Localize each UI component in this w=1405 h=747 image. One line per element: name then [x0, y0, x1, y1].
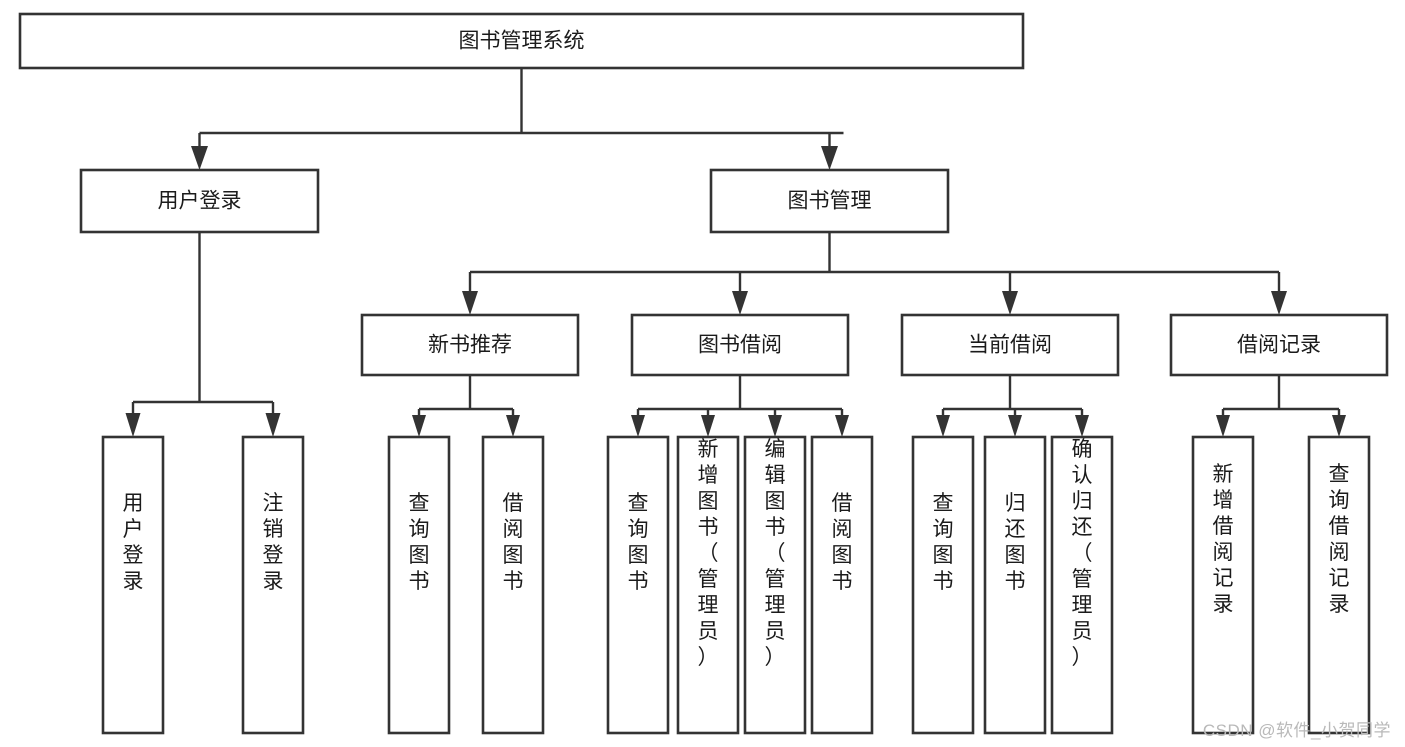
node-leaf-return-book-label: 归还图书 — [1005, 492, 1026, 593]
node-leaf-query-book-borrow[interactable]: 查询图书 — [606, 435, 670, 735]
node-leaf-query-book-rec[interactable]: 查询图书 — [387, 435, 451, 735]
node-leaf-query-book-rec-label: 查询图书 — [409, 492, 430, 593]
arrowhead-leaf-add-record — [1216, 415, 1230, 437]
node-leaf-user-logout-label: 注销登录 — [263, 492, 284, 593]
node-root-box[interactable] — [18, 12, 1025, 70]
node-user-login-label: 用户登录 — [158, 190, 242, 213]
node-leaf-user-login-label: 用户登录 — [123, 492, 144, 593]
node-borrow-record[interactable]: 借阅记录 — [1169, 313, 1389, 377]
arrowhead-leaf-confirm-return — [1075, 415, 1089, 437]
arrowhead-book-manage — [821, 146, 838, 170]
node-leaf-borrow-book-rec-box[interactable] — [481, 435, 545, 735]
arrowhead-leaf-user-logout — [265, 413, 281, 437]
node-leaf-edit-book-label: 编辑图书（管理员） — [765, 438, 786, 669]
node-book-manage[interactable]: 图书管理 — [709, 168, 950, 234]
node-leaf-return-book-box[interactable] — [983, 435, 1047, 735]
node-leaf-query-book-borrow-label: 查询图书 — [628, 492, 649, 593]
node-leaf-borrow-book-rec[interactable]: 借阅图书 — [481, 435, 545, 735]
node-leaf-add-record[interactable]: 新增借阅记录 — [1191, 435, 1255, 735]
node-book-manage-label: 图书管理 — [788, 190, 872, 213]
node-user-login-box[interactable] — [79, 168, 320, 234]
arrowhead-user-login — [191, 146, 208, 170]
node-book-manage-box[interactable] — [709, 168, 950, 234]
node-leaf-borrow-book[interactable]: 借阅图书 — [810, 435, 874, 735]
arrowhead-current-borrow — [1002, 291, 1018, 315]
node-leaf-query-record-box[interactable] — [1307, 435, 1371, 735]
arrowhead-leaf-query-book-borrow — [631, 415, 645, 437]
arrowhead-leaf-user-login — [125, 413, 141, 437]
arrowhead-book-borrow — [732, 291, 748, 315]
node-leaf-add-record-box[interactable] — [1191, 435, 1255, 735]
arrowhead-leaf-return-book — [1008, 415, 1022, 437]
node-leaf-add-record-label: 新增借阅记录 — [1213, 463, 1234, 616]
node-leaf-query-record-label: 查询借阅记录 — [1329, 463, 1350, 616]
node-leaf-query-book-borrow-box[interactable] — [606, 435, 670, 735]
node-user-login[interactable]: 用户登录 — [79, 168, 320, 234]
arrowhead-leaf-query-record — [1332, 415, 1346, 437]
node-leaf-user-logout-box[interactable] — [241, 435, 305, 735]
node-book-borrow-box[interactable] — [630, 313, 850, 377]
node-leaf-confirm-return-label: 确认归还（管理员） — [1072, 438, 1093, 669]
node-leaf-borrow-book-label: 借阅图书 — [832, 492, 853, 593]
node-leaf-return-book[interactable]: 归还图书 — [983, 435, 1047, 735]
node-leaf-query-book-cur-box[interactable] — [911, 435, 975, 735]
node-leaf-query-book-cur-label: 查询图书 — [933, 492, 954, 593]
arrowhead-leaf-borrow-book — [835, 415, 849, 437]
node-leaf-user-login-box[interactable] — [101, 435, 165, 735]
node-leaf-add-book[interactable]: 新增图书（管理员） — [676, 435, 740, 735]
node-leaf-confirm-return-box[interactable] — [1050, 435, 1114, 735]
node-current-borrow-box[interactable] — [900, 313, 1120, 377]
node-new-book-rec-box[interactable] — [360, 313, 580, 377]
node-current-borrow-label: 当前借阅 — [968, 334, 1052, 357]
node-leaf-add-book-label: 新增图书（管理员） — [698, 438, 719, 669]
node-leaf-confirm-return[interactable]: 确认归还（管理员） — [1050, 435, 1114, 735]
node-borrow-record-box[interactable] — [1169, 313, 1389, 377]
node-leaf-edit-book[interactable]: 编辑图书（管理员） — [743, 435, 807, 735]
arrowhead-leaf-edit-book — [768, 415, 782, 437]
node-leaf-user-login[interactable]: 用户登录 — [101, 435, 165, 735]
connectors-group — [125, 68, 1346, 437]
node-leaf-query-record[interactable]: 查询借阅记录 — [1307, 435, 1371, 735]
arrowhead-leaf-query-book-cur — [936, 415, 950, 437]
node-leaf-borrow-book-rec-label: 借阅图书 — [503, 492, 524, 593]
node-leaf-add-book-box[interactable] — [676, 435, 740, 735]
arrowhead-leaf-query-book-rec — [412, 415, 426, 437]
node-leaf-query-book-cur[interactable]: 查询图书 — [911, 435, 975, 735]
arrowhead-leaf-add-book — [701, 415, 715, 437]
node-root-label: 图书管理系统 — [459, 30, 585, 53]
node-borrow-record-label: 借阅记录 — [1237, 334, 1321, 357]
node-new-book-rec[interactable]: 新书推荐 — [360, 313, 580, 377]
node-leaf-borrow-book-box[interactable] — [810, 435, 874, 735]
node-book-borrow[interactable]: 图书借阅 — [630, 313, 850, 377]
arrowhead-borrow-record — [1271, 291, 1287, 315]
node-root[interactable]: 图书管理系统 — [18, 12, 1025, 70]
arrowhead-leaf-borrow-book-rec — [506, 415, 520, 437]
node-book-borrow-label: 图书借阅 — [698, 334, 782, 357]
node-leaf-user-logout[interactable]: 注销登录 — [241, 435, 305, 735]
node-new-book-rec-label: 新书推荐 — [428, 334, 512, 357]
node-current-borrow[interactable]: 当前借阅 — [900, 313, 1120, 377]
node-leaf-edit-book-box[interactable] — [743, 435, 807, 735]
node-leaf-query-book-rec-box[interactable] — [387, 435, 451, 735]
arrowhead-new-book-rec — [462, 291, 478, 315]
